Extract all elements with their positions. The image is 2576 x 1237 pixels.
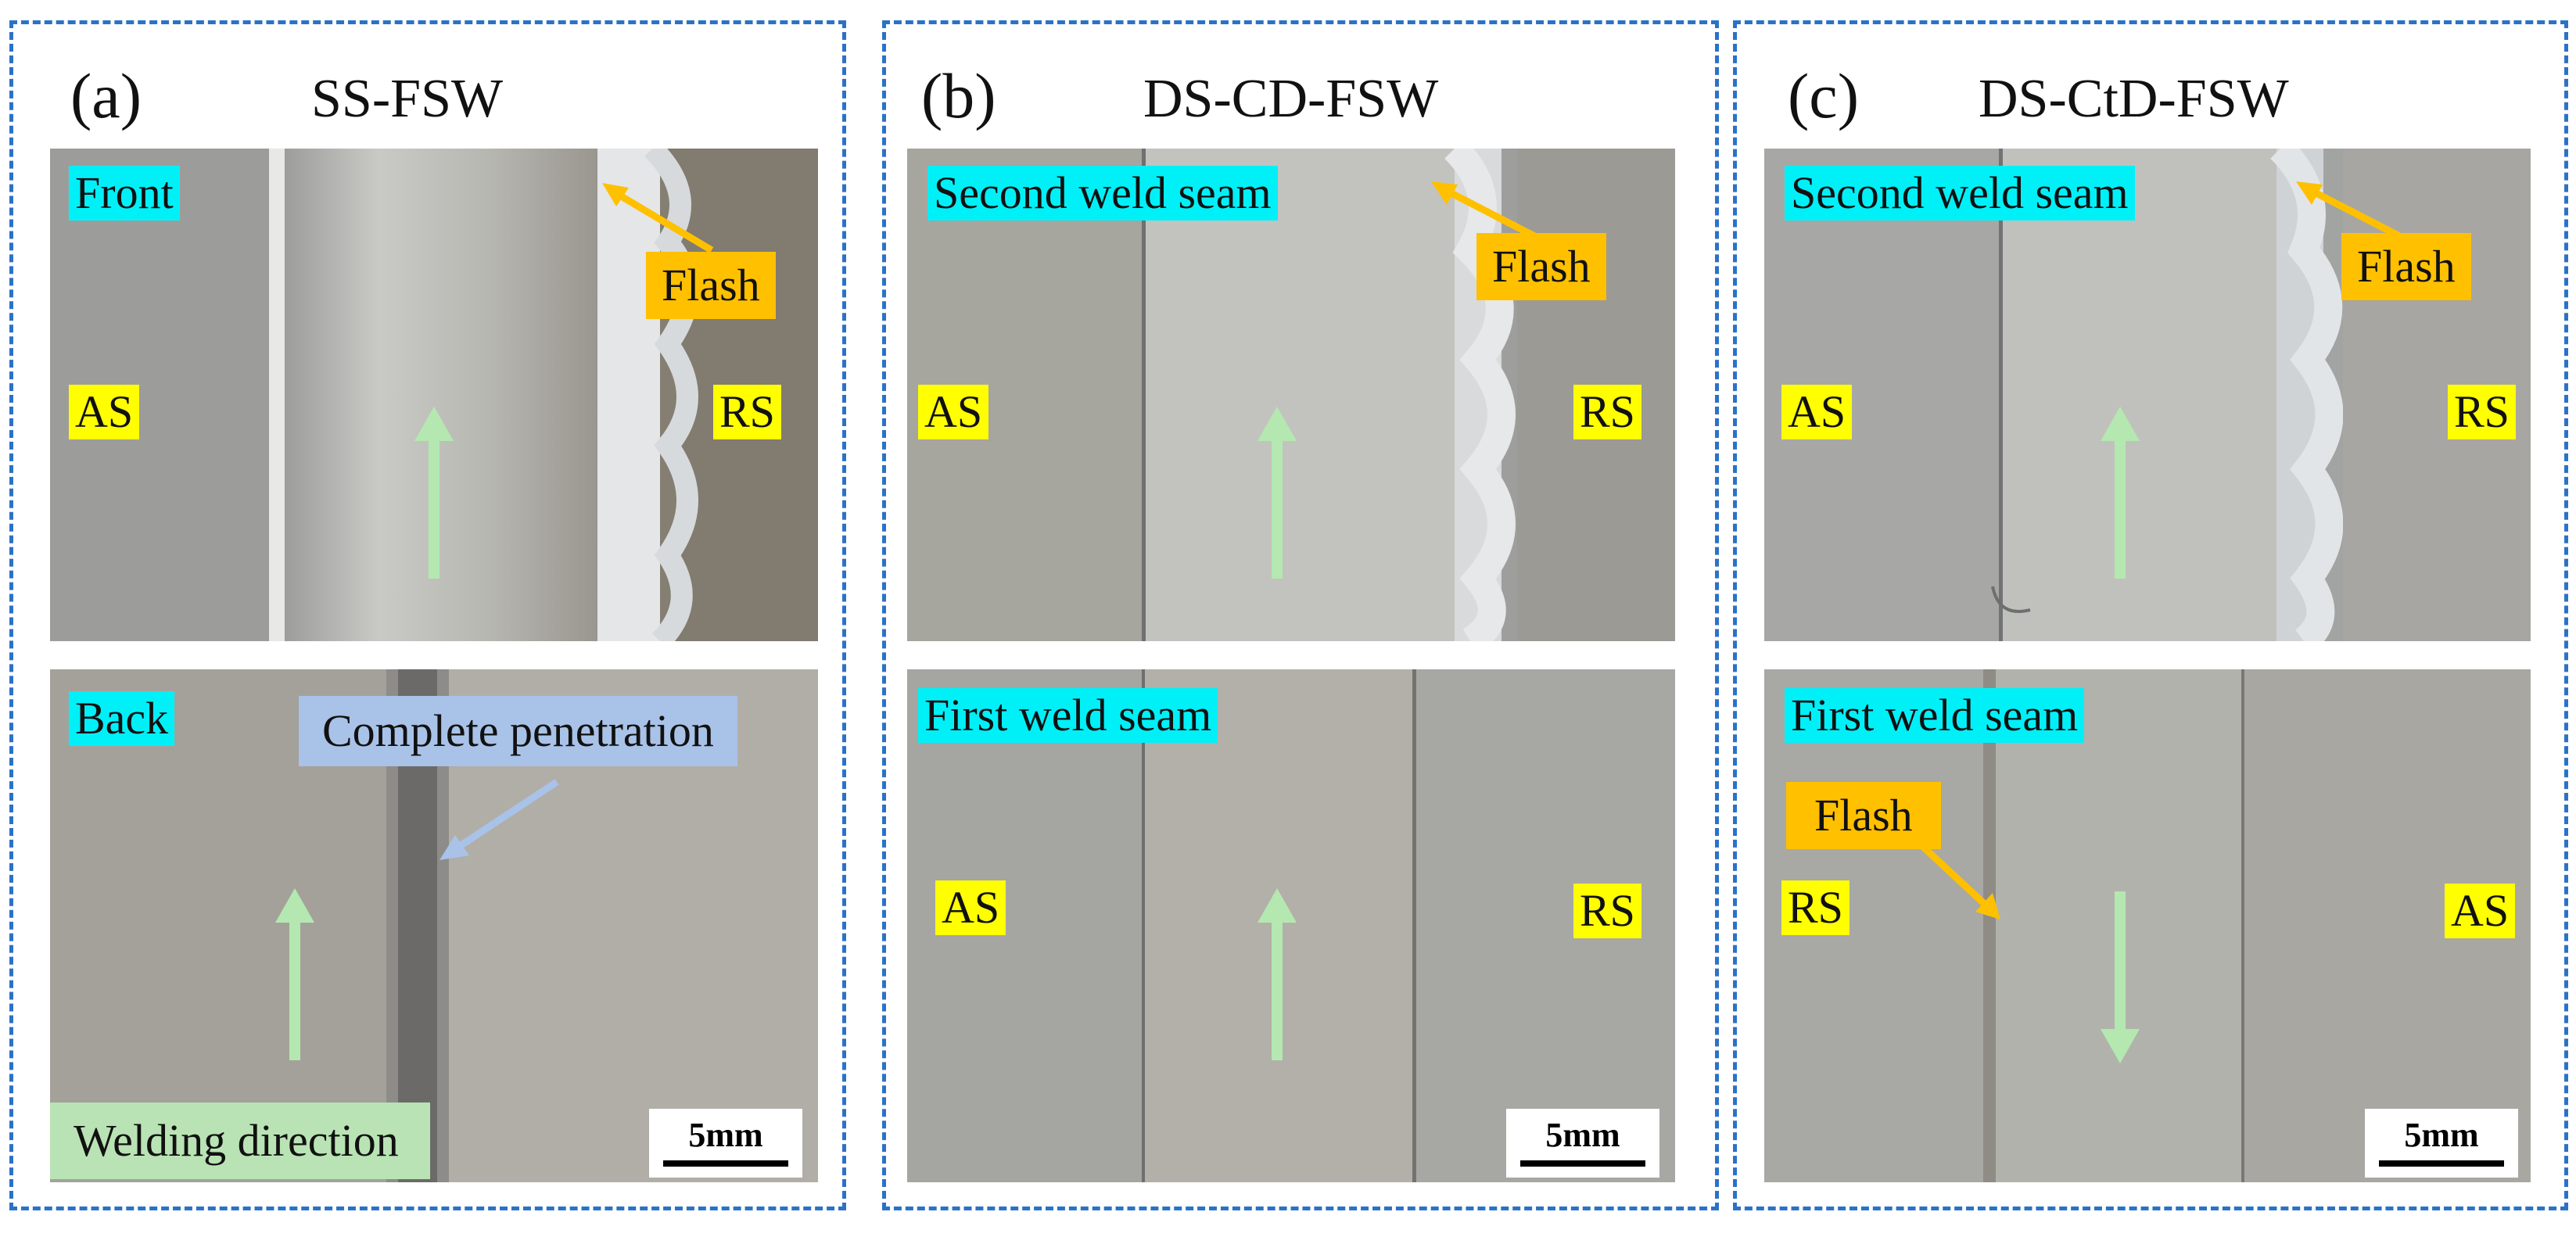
flash-tag-b: Flash: [1476, 233, 1606, 300]
first-weld-seam-tag-c: First weld seam: [1785, 688, 2085, 743]
panel-b-label: (b): [921, 60, 996, 131]
as-tag-b-top: AS: [918, 385, 989, 439]
front-weld-photo: [50, 149, 818, 641]
scale-bar-a-label: 5mm: [688, 1116, 763, 1154]
scale-bar-b-label: 5mm: [1545, 1116, 1620, 1154]
rs-tag-b-bottom: RS: [1573, 884, 1641, 938]
flash-tag-c-bottom: Flash: [1786, 782, 1941, 849]
rs-tag-a-top: RS: [713, 385, 781, 439]
direction-arrow-a-bottom: [275, 888, 314, 1060]
second-weld-seam-tag-c: Second weld seam: [1785, 166, 2135, 221]
as-tag-c-top: AS: [1781, 385, 1853, 439]
panel-a-title: SS-FSW: [311, 69, 504, 129]
rs-tag-b-top: RS: [1573, 385, 1641, 439]
scale-bar-c: 5mm: [2365, 1109, 2518, 1178]
rs-tag-c-top: RS: [2448, 385, 2516, 439]
first-weld-photo-c: [1764, 669, 2531, 1182]
flash-arrow-a: [602, 183, 714, 253]
panel-c-label: (c): [1788, 60, 1860, 131]
second-weld-photo-c: [1764, 149, 2531, 641]
direction-arrow-c-top: [2101, 407, 2140, 579]
flash-tag-c: Flash: [2341, 233, 2471, 300]
direction-arrow-b-bottom: [1258, 888, 1297, 1060]
second-weld-seam-tag-b: Second weld seam: [927, 166, 1278, 221]
as-tag-b-bottom: AS: [935, 880, 1006, 935]
flash-arrow-c-bottom: [1919, 843, 2000, 920]
panel-a-label: (a): [70, 60, 142, 131]
direction-arrow-b-top: [1258, 407, 1297, 579]
as-tag-c-bottom: AS: [2445, 884, 2516, 938]
panel-c-frame: [1733, 20, 2568, 1210]
scale-bar-c-label: 5mm: [2404, 1116, 2479, 1154]
direction-arrow-a-top: [414, 407, 454, 579]
scale-bar-a: 5mm: [649, 1109, 802, 1178]
complete-penetration-tag: Complete penetration: [299, 696, 737, 766]
front-tag: Front: [69, 166, 180, 221]
flash-tag-a: Flash: [646, 252, 776, 319]
rs-tag-c-bottom: RS: [1781, 880, 1849, 935]
panel-b-frame: [882, 20, 1719, 1210]
panel-c-title: DS-CtD-FSW: [1979, 69, 2289, 129]
welding-direction-tag: Welding direction: [50, 1103, 430, 1179]
panel-b-title: DS-CD-FSW: [1143, 69, 1439, 129]
flash-arrow-b: [1431, 181, 1543, 242]
panel-a-frame: [9, 20, 846, 1210]
penetration-arrow: [439, 779, 559, 860]
flash-arrow-c: [2296, 181, 2408, 242]
first-weld-seam-tag-b: First weld seam: [918, 688, 1218, 743]
scale-bar-b: 5mm: [1506, 1109, 1659, 1178]
back-tag: Back: [69, 691, 175, 746]
as-tag-a-top: AS: [69, 385, 140, 439]
direction-arrow-c-bottom: [2101, 891, 2140, 1063]
